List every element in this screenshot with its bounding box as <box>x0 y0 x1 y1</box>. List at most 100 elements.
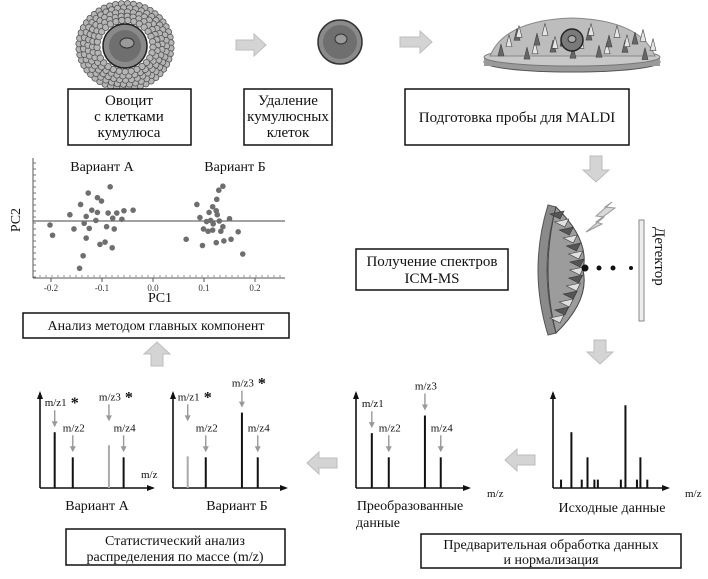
crystal <box>523 46 531 60</box>
point-variant-b <box>226 215 233 222</box>
label: кумулюсных <box>247 109 329 125</box>
point-variant-b <box>206 209 212 216</box>
ionization-illustration: Детектор <box>537 201 667 336</box>
point-variant-a <box>98 198 105 204</box>
crystal <box>505 34 513 47</box>
arrow-left-icon <box>504 447 536 473</box>
point-variant-a <box>80 252 86 259</box>
crystal <box>623 34 631 47</box>
point-variant-a <box>109 215 116 221</box>
point-variant-b <box>216 218 223 224</box>
point-variant-a <box>105 210 111 216</box>
y-axis-arrowhead <box>170 391 176 399</box>
point-variant-a <box>103 223 110 230</box>
label: с клетками <box>94 109 164 125</box>
label: кумулюса <box>98 125 161 141</box>
point-variant-a <box>119 216 125 223</box>
peak-arrow-head <box>385 446 392 453</box>
pca-box: Анализ методом главных компонент <box>22 312 290 339</box>
point-variant-b <box>214 211 221 218</box>
ion-dot <box>596 265 602 271</box>
label: Анализ методом главных компонент <box>48 319 265 334</box>
variant-b-spectrum: m/z1*m/z2m/z3*m/z4 <box>170 376 288 491</box>
x-tick-label: -0.2 <box>44 283 58 293</box>
crystal <box>567 274 584 284</box>
crystal <box>551 36 559 49</box>
point-variant-a <box>113 210 120 216</box>
x-axis-arrowhead <box>662 485 670 491</box>
crystal <box>568 266 585 276</box>
label: и нормализация <box>503 553 599 568</box>
spectra-acquisition-box: Получение спектров ICM-MS <box>355 248 509 291</box>
peak-label: m/z2 <box>196 422 218 434</box>
crystal <box>641 47 649 60</box>
cumulus-cell <box>127 67 135 75</box>
crystal <box>565 282 582 292</box>
x-tick-label: 0.0 <box>147 283 159 293</box>
point-variant-a <box>47 222 53 228</box>
arrow-right-icon <box>235 32 267 58</box>
crystal <box>497 43 505 57</box>
y-axis-arrowhead <box>550 391 556 399</box>
raw-spectrum: m/z <box>550 391 702 500</box>
point-variant-b <box>209 203 216 210</box>
crystal <box>595 45 603 58</box>
point-variant-b <box>239 251 246 257</box>
ion-dot <box>610 265 616 271</box>
point-variant-b <box>220 183 226 190</box>
point-variant-a <box>89 207 95 213</box>
cumulus-cell <box>118 16 126 25</box>
point-variant-b <box>218 228 224 235</box>
point-variant-a <box>130 207 136 213</box>
label: Подготовка пробы для MALDI <box>419 110 615 126</box>
raw-data-label: Исходные данные <box>559 501 666 516</box>
peak-label: m/z4 <box>248 422 270 434</box>
transformed-spectrum: m/zm/z1m/z2m/z3m/z4 <box>353 380 504 500</box>
y-axis-label: PC2 <box>9 208 24 232</box>
point-variant-a <box>71 226 77 232</box>
peak-label: m/z1 <box>178 391 200 403</box>
crystal <box>558 226 574 236</box>
point-variant-b <box>199 242 206 249</box>
peak-arrow-head <box>238 401 245 408</box>
crystal <box>603 41 611 55</box>
point-variant-a <box>49 232 56 239</box>
cumulus-cell <box>102 23 110 31</box>
detector-label: Детектор <box>651 227 667 286</box>
point-variant-a <box>67 211 73 218</box>
variant-a-spectrum: m/zm/z1*m/z2m/z3*m/z4 <box>37 389 158 491</box>
crystal <box>562 234 578 244</box>
peak-arrow-head <box>51 421 58 428</box>
point-variant-a <box>102 239 108 245</box>
point-variant-b <box>197 214 203 221</box>
cumulus-cell <box>135 20 143 28</box>
point-variant-b <box>194 201 200 208</box>
oocyte-with-cumulus-image <box>75 0 175 92</box>
statistical-analysis-box: Статистический анализ распределения по м… <box>65 528 286 566</box>
y-axis-arrowhead <box>37 391 43 399</box>
cumulus-cell <box>124 16 132 24</box>
variant-b-label: Вариант Б <box>206 499 267 514</box>
x-tick-label: 0.2 <box>249 283 260 293</box>
label: клеток <box>267 125 310 141</box>
label: Предварительная обработка данных <box>443 538 658 553</box>
x-axis-label: m/z <box>487 488 504 500</box>
crystal <box>562 290 578 300</box>
point-variant-a <box>86 225 93 232</box>
significance-star: * <box>258 376 266 393</box>
group-label-a: Вариант А <box>70 160 134 175</box>
peak-label: m/z3 <box>232 378 254 390</box>
crystal <box>549 314 565 324</box>
peak-arrow-head <box>202 446 209 453</box>
point-variant-a <box>83 235 89 241</box>
x-axis-arrowhead <box>280 485 288 491</box>
peak-label: m/z1 <box>362 398 384 410</box>
x-tick-label: 0.1 <box>198 283 209 293</box>
point-variant-b <box>220 223 226 230</box>
nucleus <box>119 37 135 49</box>
point-variant-b <box>205 228 211 235</box>
transformed-data-label: Преобразованные <box>357 499 463 514</box>
